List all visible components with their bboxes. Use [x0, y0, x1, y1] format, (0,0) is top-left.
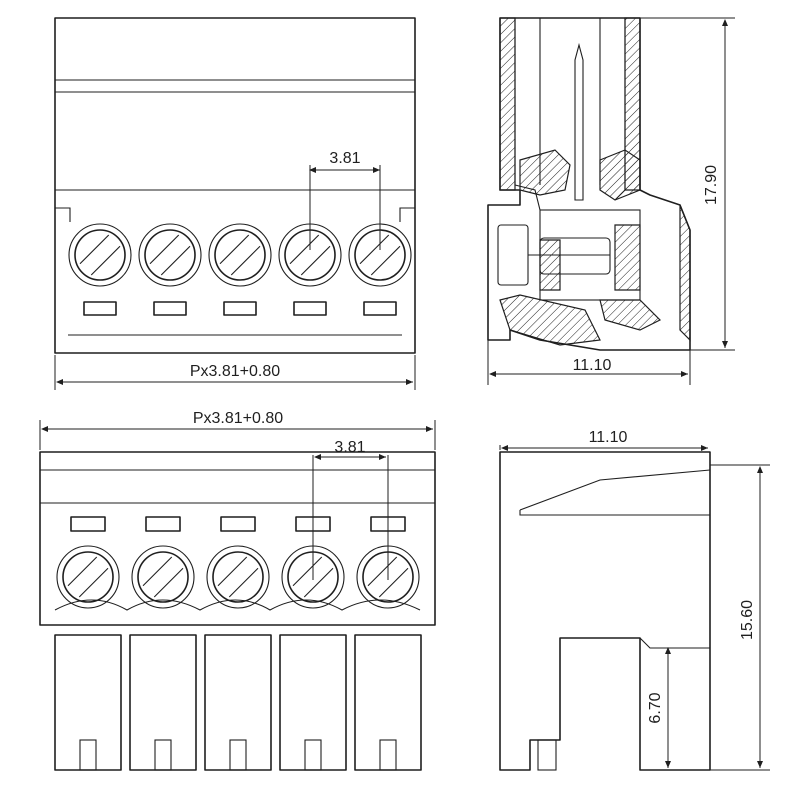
pin-length-label: 6.70	[647, 692, 664, 723]
screw-recess	[206, 545, 270, 609]
screw-slot	[90, 245, 121, 276]
pin-slot	[379, 739, 397, 771]
pin-length-dimension: 6.70	[647, 647, 671, 768]
screw-slot	[142, 556, 173, 587]
pitch-label: 3.81	[329, 150, 360, 167]
screw-slot	[230, 245, 261, 276]
screw-recess	[68, 223, 132, 287]
screw-slot	[289, 234, 320, 265]
front-view-top: 3.81 Px3.81+0.80	[54, 17, 416, 390]
width-dimension: Px3.81+0.80	[54, 355, 416, 390]
test-window	[223, 301, 257, 316]
pin-block	[279, 634, 347, 771]
depth-dimension: 11.10	[487, 340, 691, 385]
screw-slot	[228, 567, 259, 598]
test-window	[153, 301, 187, 316]
screw-recess	[138, 223, 202, 287]
pin-slot	[304, 739, 322, 771]
test-window-row	[70, 516, 406, 532]
pin-block	[54, 634, 122, 771]
pin-block	[129, 634, 197, 771]
screw-head	[137, 551, 189, 603]
height-label: 17.90	[703, 165, 720, 205]
screw-recess	[208, 223, 272, 287]
height-label: 15.60	[739, 600, 756, 640]
depth-dimension: 11.10	[499, 429, 708, 451]
depth-label: 11.10	[589, 429, 628, 446]
screw-row	[68, 223, 412, 287]
screw-head	[214, 229, 266, 281]
test-window	[363, 301, 397, 316]
screw-slot	[160, 245, 191, 276]
test-window	[83, 301, 117, 316]
screw-slot	[153, 567, 184, 598]
screw-slot	[300, 245, 331, 276]
screw-slot	[219, 234, 250, 265]
screw-slot	[359, 234, 390, 265]
side-section-view: 17.90 11.10	[487, 17, 735, 385]
screw-slot	[378, 567, 409, 598]
screw-slot	[78, 567, 109, 598]
test-window	[293, 301, 327, 316]
pitch-dimension: 3.81	[309, 150, 381, 250]
screw-recess	[131, 545, 195, 609]
screw-head	[212, 551, 264, 603]
screw-row	[56, 545, 420, 609]
height-dimension: 15.60	[710, 464, 770, 771]
width-label: Px3.81+0.80	[190, 363, 280, 380]
screw-slot	[67, 556, 98, 587]
screw-slot	[79, 234, 110, 265]
height-dimension: 17.90	[640, 17, 735, 351]
pitch-dimension: 3.81	[312, 439, 389, 580]
screw-slot	[370, 245, 401, 276]
pin-block	[204, 634, 272, 771]
depth-label: 11.10	[573, 357, 612, 374]
side-view-bottom: 11.10 15.60 6.70	[499, 429, 770, 771]
screw-slot	[149, 234, 180, 265]
pin-slot	[154, 739, 172, 771]
width-label: Px3.81+0.80	[193, 410, 283, 427]
pin-slot	[229, 739, 247, 771]
pin-slot	[79, 739, 97, 771]
screw-slot	[367, 556, 398, 587]
pin-row	[54, 634, 422, 771]
screw-slot	[292, 556, 323, 587]
pitch-label: 3.81	[334, 439, 365, 456]
pin-block	[354, 634, 422, 771]
test-window	[145, 516, 181, 532]
screw-slot	[303, 567, 334, 598]
screw-head	[144, 229, 196, 281]
width-dimension: Px3.81+0.80	[39, 410, 436, 450]
test-window	[70, 516, 106, 532]
screw-slot	[217, 556, 248, 587]
test-window	[220, 516, 256, 532]
screw-head	[74, 229, 126, 281]
test-window-row	[83, 301, 397, 316]
screw-recess	[56, 545, 120, 609]
front-view-bottom: Px3.81+0.80 3.81	[39, 410, 436, 771]
screw-head	[62, 551, 114, 603]
